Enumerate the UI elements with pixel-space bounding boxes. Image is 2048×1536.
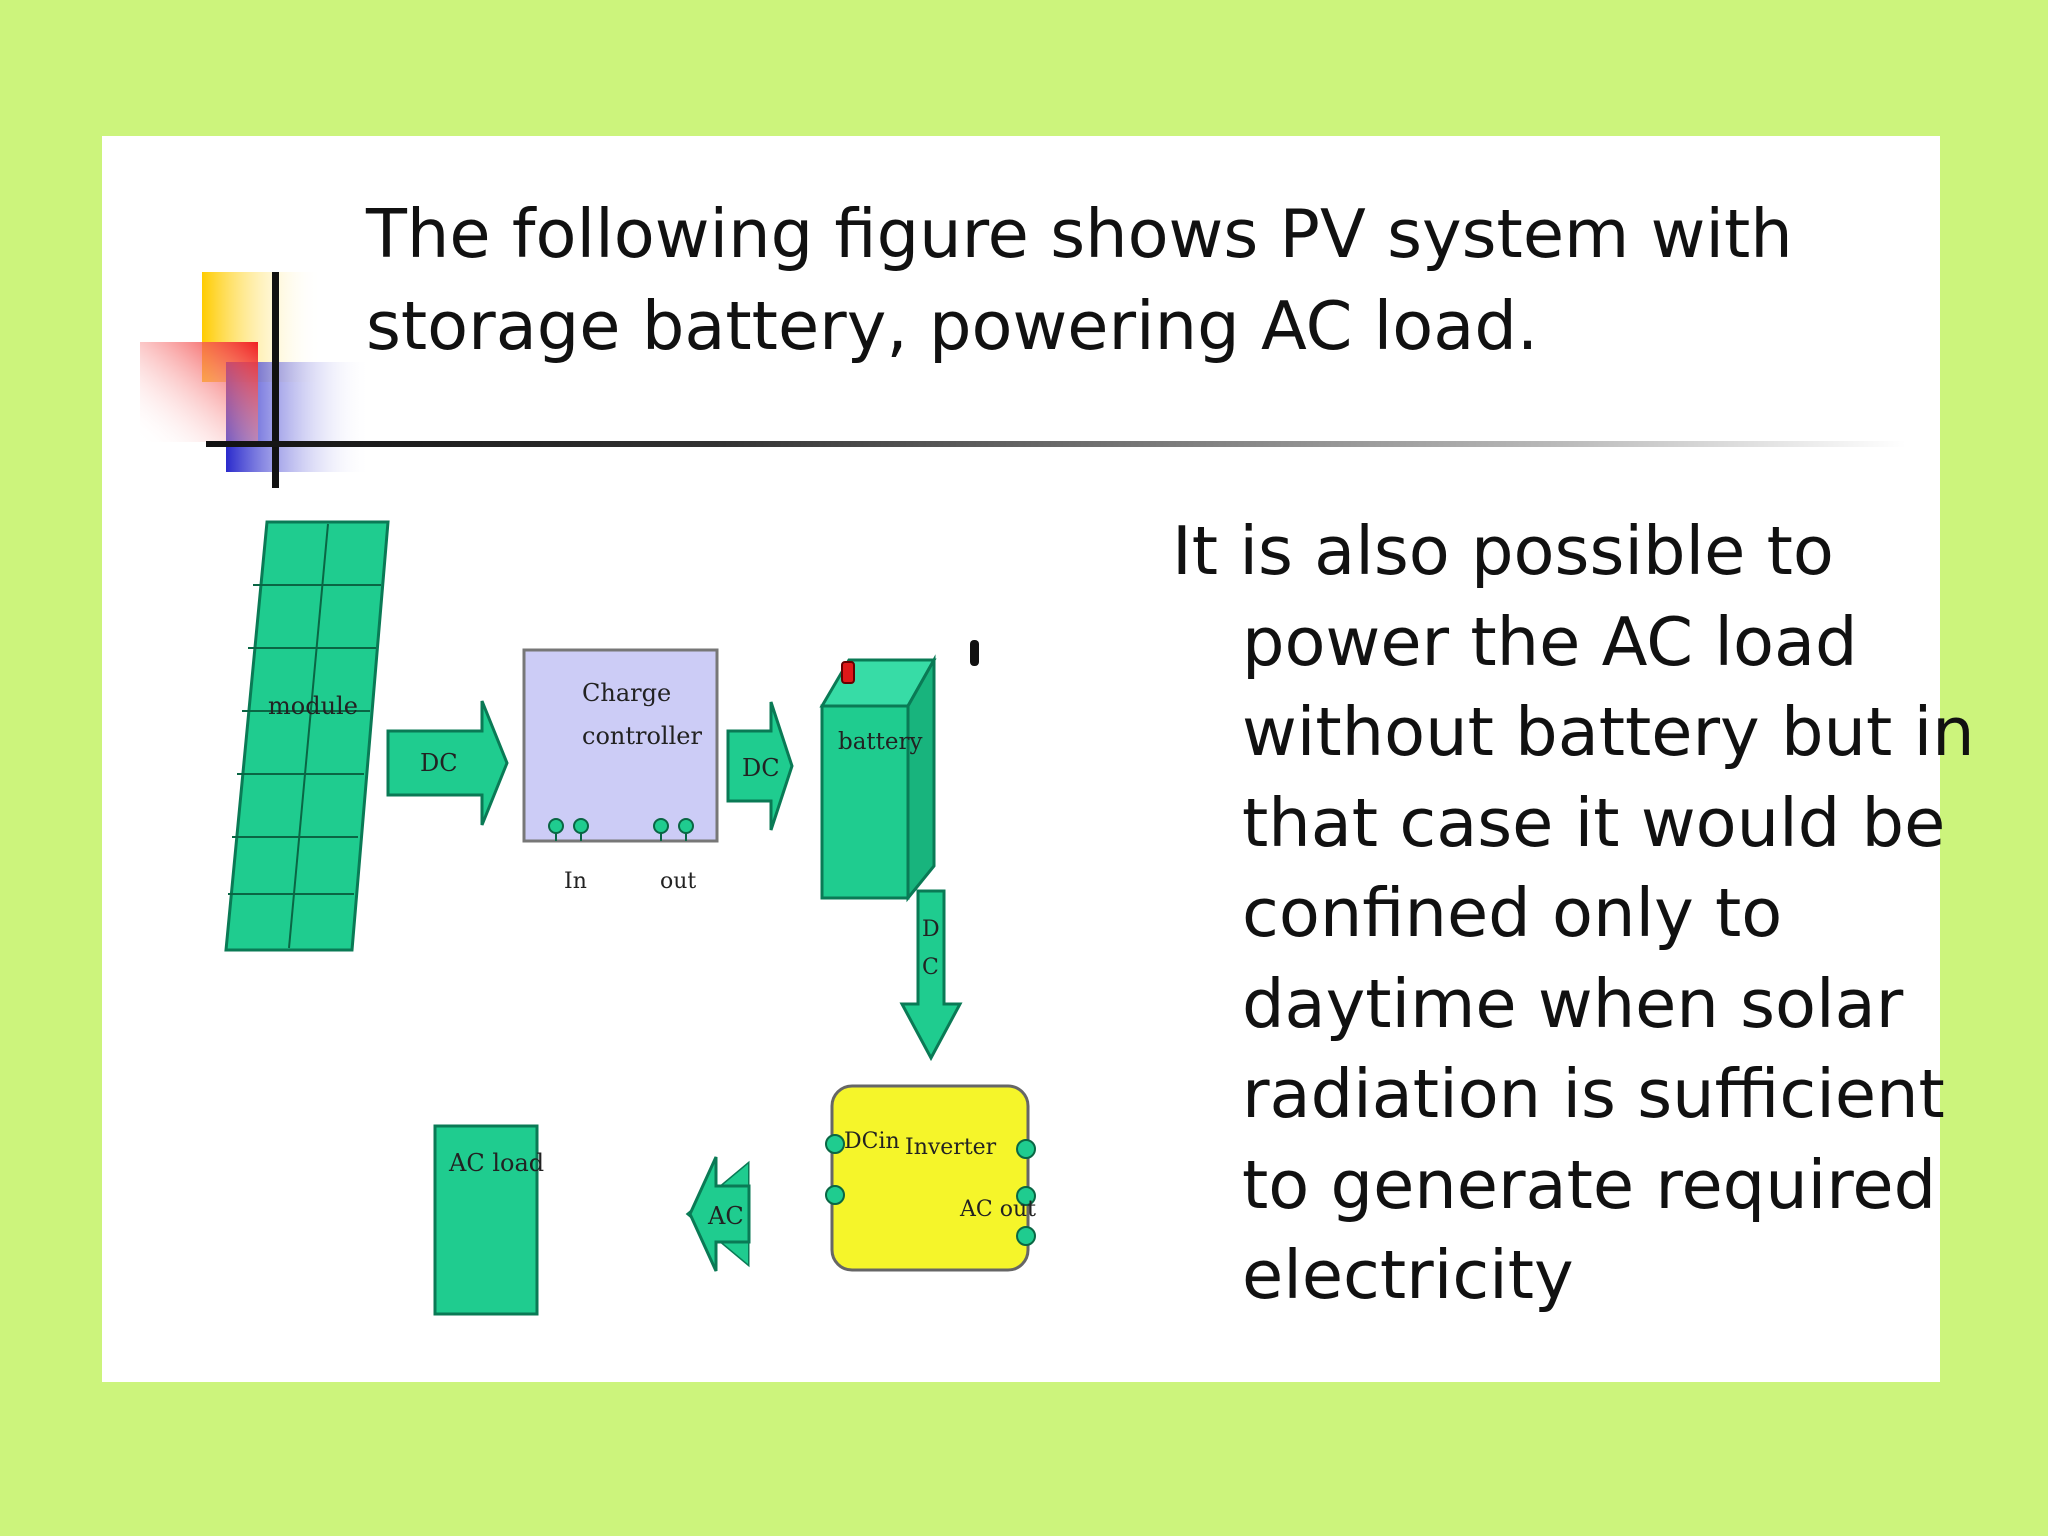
controller-out-terminal bbox=[653, 818, 669, 834]
arrow-dc-label: DC bbox=[742, 754, 780, 782]
corner-decoration bbox=[140, 272, 371, 488]
pv-system-diagram: module DC Charge controller In out DC bbox=[224, 520, 1036, 1316]
ac-load: AC load bbox=[433, 1124, 544, 1316]
controller-label-line1: Charge bbox=[582, 679, 671, 707]
deco-red-square bbox=[140, 342, 258, 442]
arrow-dc-controller-to-battery: DC bbox=[726, 701, 794, 831]
inverter-ac-out-terminal bbox=[1016, 1226, 1036, 1246]
controller-in-terminal bbox=[548, 818, 564, 834]
battery-label: battery bbox=[838, 729, 923, 755]
controller-in-terminal bbox=[573, 818, 589, 834]
battery: battery bbox=[819, 654, 937, 903]
battery-marker bbox=[970, 640, 979, 666]
arrow-dc-label: DC bbox=[420, 749, 458, 777]
arrow-dc-battery-to-inverter: D C bbox=[899, 889, 963, 1062]
arrow-dc-label-c: C bbox=[922, 955, 939, 980]
slide-title: The following figure shows PV system wit… bbox=[366, 195, 1793, 365]
arrow-ac-inverter-to-load: AC bbox=[685, 1156, 751, 1272]
inverter-ac-out-terminal bbox=[1016, 1186, 1036, 1206]
inverter-dc-in-label: DCin bbox=[844, 1129, 900, 1154]
controller-out-label: out bbox=[660, 869, 696, 894]
controller-label-line2: controller bbox=[582, 722, 702, 750]
body-bullet-text: It is also possible to power the AC load… bbox=[1172, 512, 1975, 1314]
inverter-ac-out-label: AC out bbox=[959, 1197, 1036, 1222]
inverter-dc-in-terminal bbox=[825, 1134, 845, 1154]
slide: The following figure shows PV system wit… bbox=[102, 136, 1975, 1382]
module-label: module bbox=[268, 692, 358, 720]
inverter: DCin Inverter AC out bbox=[825, 1084, 1036, 1272]
title-divider bbox=[206, 441, 1906, 447]
deco-vertical-line bbox=[272, 272, 279, 488]
arrow-dc-module-to-controller: DC bbox=[386, 700, 509, 826]
arrow-ac-label: AC bbox=[707, 1202, 744, 1230]
arrow-dc-label-d: D bbox=[922, 917, 940, 942]
controller-in-label: In bbox=[564, 869, 587, 894]
ac-load-label: AC load bbox=[448, 1149, 544, 1177]
charge-controller: Charge controller In out bbox=[522, 648, 719, 894]
battery-terminal bbox=[841, 661, 855, 684]
inverter-ac-out-terminal bbox=[1016, 1139, 1036, 1159]
pv-module: module bbox=[224, 520, 390, 952]
inverter-label: Inverter bbox=[905, 1135, 997, 1160]
inverter-dc-in-terminal bbox=[825, 1185, 845, 1205]
controller-out-terminal bbox=[678, 818, 694, 834]
